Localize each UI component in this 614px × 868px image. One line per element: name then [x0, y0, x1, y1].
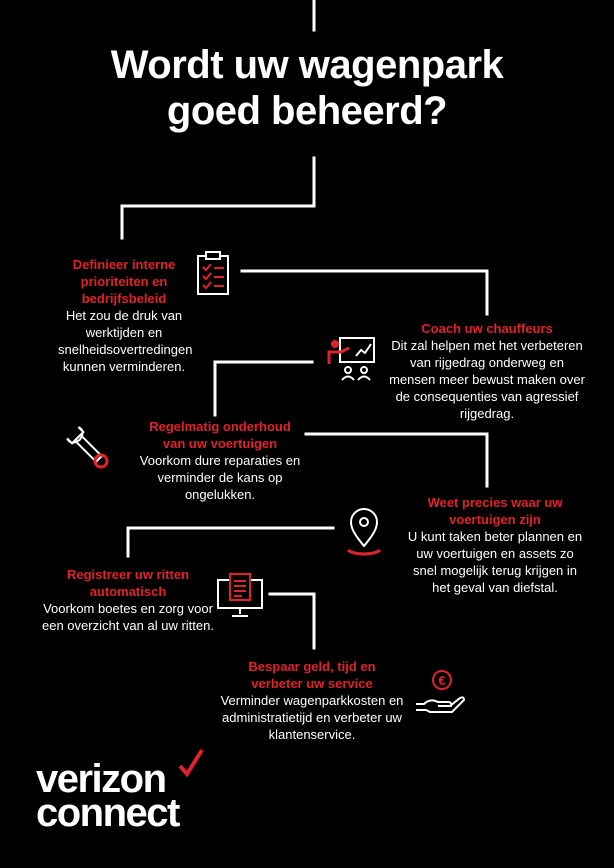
step-heading: Weet precies waar uw voertuigen zijn — [427, 495, 563, 527]
presentation-coach-icon — [327, 337, 375, 381]
svg-text:€: € — [438, 673, 445, 688]
checkmark-icon — [178, 748, 204, 778]
step-heading: Regelmatig onderhoud van uw voertuigen — [149, 419, 291, 451]
step-vehicle-location: Weet precies waar uw voertuigen zijn U k… — [400, 494, 590, 596]
verizon-connect-logo: verizon connect — [36, 748, 204, 835]
step-description: Voorkom boetes en zorg voor een overzich… — [42, 601, 214, 633]
step-coach-drivers: Coach uw chauffeurs Dit zal helpen met h… — [382, 320, 592, 422]
title-line-2: goed beheerd? — [166, 89, 448, 133]
location-pin-icon — [346, 508, 382, 556]
step-description: Voorkom dure reparaties en verminder de … — [139, 453, 301, 502]
step-define-priorities: Definieer interne prioriteiten en bedrij… — [58, 256, 193, 375]
wrench-icon — [66, 426, 109, 469]
logo-wordmark-line-2: connect — [36, 791, 180, 835]
euro-hand-icon: € — [416, 670, 466, 713]
step-heading: Definieer interne prioriteiten en bedrij… — [72, 257, 176, 306]
monitor-document-icon — [217, 573, 263, 617]
step-save-money: Bespaar geld, tijd en verbeter uw servic… — [210, 658, 414, 743]
step-heading: Bespaar geld, tijd en verbeter uw servic… — [248, 659, 376, 691]
step-register-trips: Registreer uw ritten automatisch Voorkom… — [34, 566, 222, 634]
step-heading: Registreer uw ritten automatisch — [66, 567, 190, 599]
step-heading: Coach uw chauffeurs — [421, 321, 553, 336]
step-maintenance: Regelmatig onderhoud van uw voertuigen V… — [134, 418, 306, 503]
logo-wordmark-line-1: verizon — [36, 757, 167, 801]
step-description: U kunt taken beter plannen en uw voertui… — [407, 529, 583, 595]
step-description: Verminder wagenparkkosten en administrat… — [220, 693, 404, 742]
title-line-1: Wordt uw wagenpark — [110, 43, 504, 87]
clipboard-checklist-icon — [197, 251, 229, 295]
step-description: Het zou de druk van werktijden en snelhe… — [58, 308, 193, 374]
step-description: Dit zal helpen met het verbeteren van ri… — [389, 338, 585, 421]
page-title: Wordt uw wagenpark goed beheerd? — [0, 42, 614, 134]
